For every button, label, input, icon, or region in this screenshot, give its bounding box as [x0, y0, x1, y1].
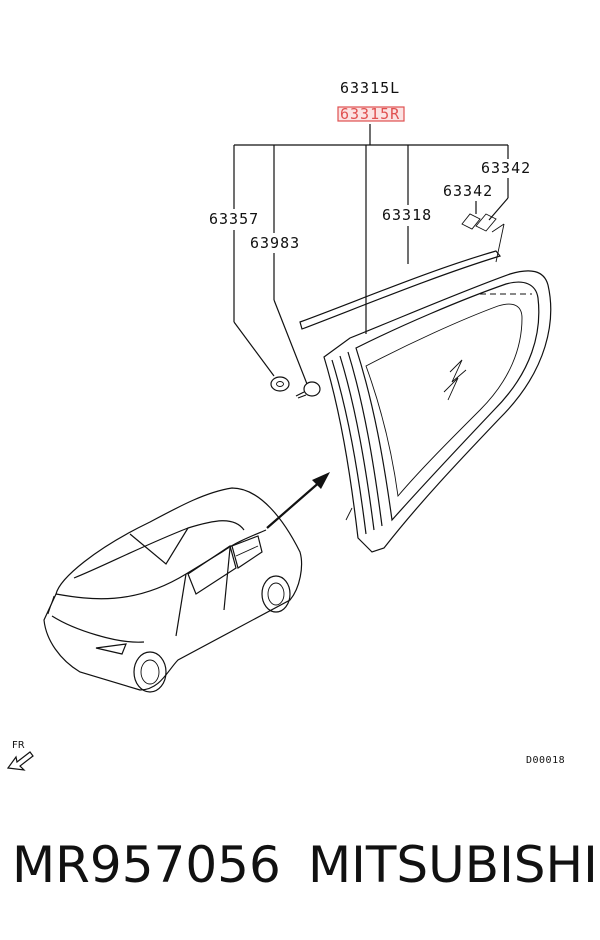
label-63983: 63983 — [250, 234, 300, 252]
rivet-63983 — [295, 381, 321, 399]
label-63342-b: 63342 — [443, 182, 493, 200]
leader-lines — [233, 124, 509, 385]
brand-name: MITSUBISHI — [308, 836, 598, 894]
label-63318: 63318 — [382, 206, 432, 224]
label-63342-a: 63342 — [481, 159, 531, 177]
part-number: MR957056 — [12, 836, 281, 894]
direction-label: FR — [12, 740, 25, 751]
highlight-box — [337, 106, 405, 122]
moulding-63318 — [299, 250, 502, 330]
car-outline — [43, 487, 303, 693]
diagram-code: D00018 — [526, 755, 565, 766]
quarter-glass — [323, 270, 552, 553]
label-63315R: 63315R — [340, 105, 400, 123]
front-direction-indicator: FR — [6, 740, 34, 771]
label-63315L: 63315L — [340, 79, 400, 97]
label-63357: 63357 — [209, 210, 259, 228]
pad-63342 — [461, 213, 505, 263]
clip-63357 — [270, 376, 290, 392]
parts-diagram: 63315L 63315R 63342 63342 63357 63318 63… — [6, 79, 565, 771]
location-arrow — [266, 472, 330, 529]
footer: MR957056 MITSUBISHI — [0, 830, 600, 910]
